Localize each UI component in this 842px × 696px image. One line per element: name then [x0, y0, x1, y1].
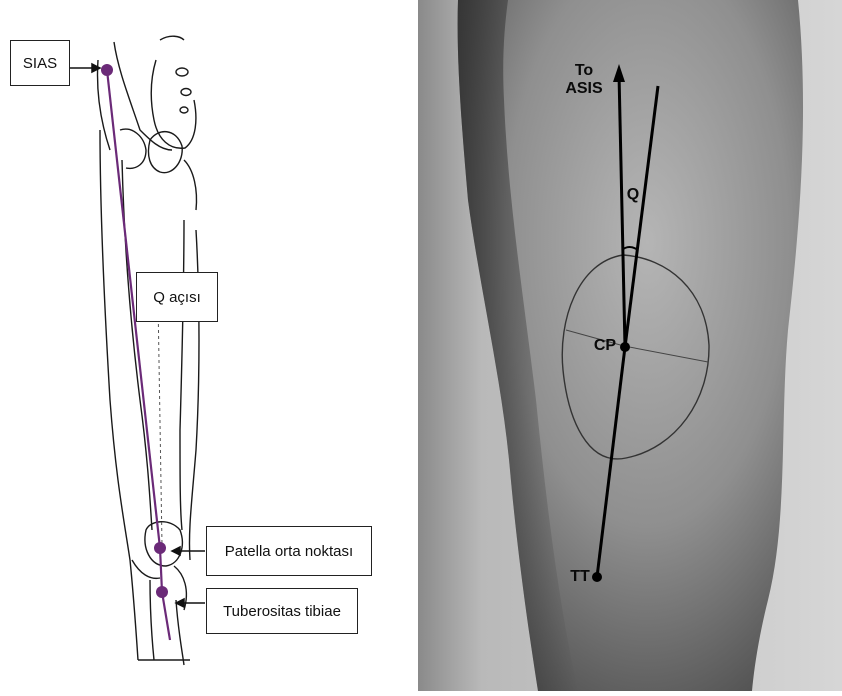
patella-center-callout: Patella orta noktası [206, 526, 372, 576]
to-asis-label-line1: To [556, 62, 612, 80]
to-asis-label: To ASIS [556, 62, 612, 98]
leg-diagram: SIAS Q açısı Patella orta noktası Tubero… [0, 0, 420, 691]
tibial-tuberosity-callout: Tuberositas tibiae [206, 588, 358, 634]
q-angle-lines [107, 70, 170, 640]
knee-photo: To ASIS Q CP TT [418, 0, 842, 691]
q-angle-callout: Q açısı [136, 272, 218, 322]
knee-photo-drawing [418, 0, 842, 691]
tuberosity-arrow-head [176, 599, 184, 607]
q-label: Q [624, 186, 642, 204]
sias-callout: SIAS [10, 40, 70, 86]
cp-label: CP [590, 337, 620, 355]
tt-label: TT [566, 568, 594, 586]
tibial-tuberosity-point [156, 586, 168, 598]
leg-outline [100, 130, 199, 665]
sias-arrow-head [92, 64, 100, 72]
to-asis-label-line2: ASIS [556, 80, 612, 98]
patella-to-tuberosity-line [160, 548, 162, 592]
femur-axis-dashed [158, 300, 162, 545]
patella-arrow-head [172, 547, 180, 555]
patella-center-point [154, 542, 166, 554]
tibial-line [162, 592, 170, 640]
cp-point [620, 342, 630, 352]
sias-point [101, 64, 113, 76]
